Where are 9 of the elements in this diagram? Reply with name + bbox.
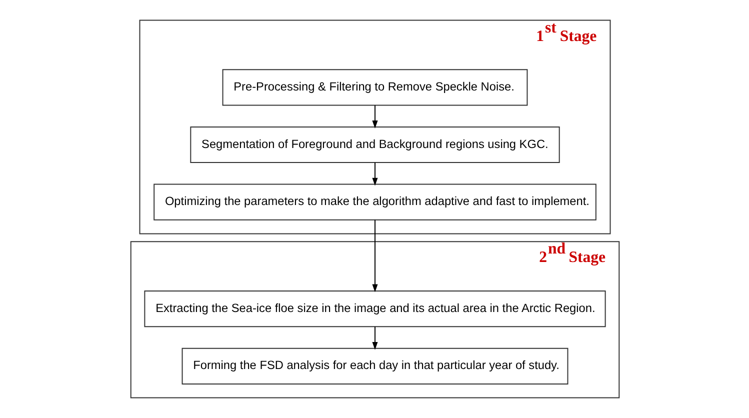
node-box: Pre-Processing & Filtering to Remove Speckle Noise. [222, 69, 528, 106]
arrow [372, 104, 378, 128]
node-box: Extracting the Sea-ice floe size in the image and its actual area in the Arctic Region. [144, 290, 606, 328]
node-box: Optimizing the parameters to make the algorithm adaptive and fast to implement. [153, 184, 596, 220]
node-box: Forming the FSD analysis for each day in that particular year of study. [181, 348, 568, 384]
arrow [372, 162, 378, 186]
node-box: Segmentation of Foreground and Background regions using KGC. [190, 126, 560, 164]
arrow [372, 326, 378, 350]
arrow [372, 219, 378, 292]
